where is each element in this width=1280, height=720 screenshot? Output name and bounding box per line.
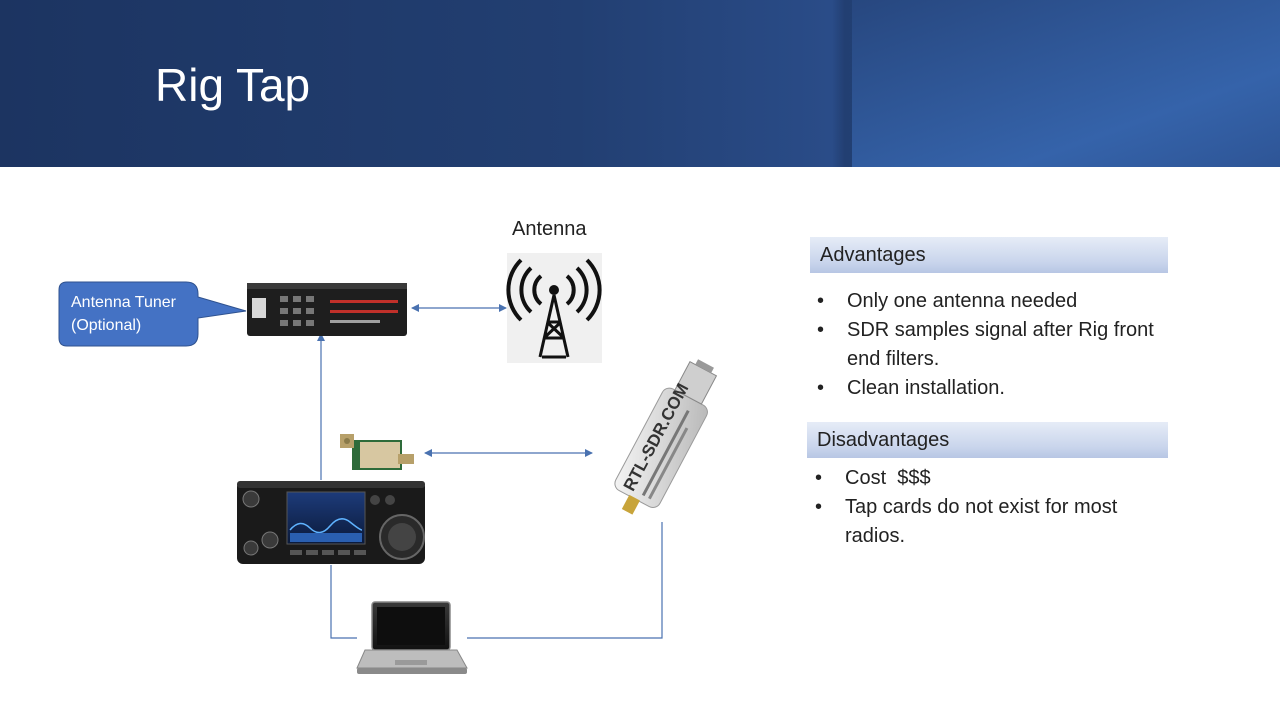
slide-title: Rig Tap [155, 59, 311, 111]
title-banner [0, 0, 1280, 167]
advantages-header: Advantages [810, 237, 1168, 273]
rtl-sdr-dongle-image: RTL-SDR.COM [614, 359, 718, 515]
antenna-label: Antenna [512, 218, 587, 240]
list-item: Only one antenna needed [817, 287, 1157, 316]
connector-lines [317, 304, 663, 639]
list-item: SDR samples signal after Rig front end f… [817, 316, 1157, 374]
tuner-callout-shape [58, 281, 247, 347]
disadvantages-header: Disadvantages [807, 422, 1168, 458]
radio-laptop-link [330, 565, 357, 639]
sdr-laptop-link [467, 522, 663, 639]
tap-card-image [340, 434, 414, 470]
icom-radio-image [237, 481, 425, 564]
antenna-tuner-image [247, 283, 407, 336]
antenna-tower-icon [506, 253, 602, 363]
tuner-callout-line2: (Optional) [71, 317, 142, 334]
tuner-callout-line1: Antenna Tuner [71, 294, 176, 311]
list-item: Cost $$$ [815, 464, 1160, 493]
banner-accent [852, 0, 1280, 167]
list-item: Clean installation. [817, 374, 1157, 403]
tuner-callout: Antenna Tuner (Optional) [71, 291, 201, 337]
disadvantages-list: Cost $$$ Tap cards do not exist for most… [815, 464, 1160, 551]
advantages-heading: Advantages [820, 244, 926, 266]
disadvantages-heading: Disadvantages [817, 429, 950, 451]
laptop-image [356, 601, 468, 674]
advantages-list: Only one antenna needed SDR samples sign… [817, 287, 1157, 403]
list-item: Tap cards do not exist for most radios. [815, 493, 1160, 551]
